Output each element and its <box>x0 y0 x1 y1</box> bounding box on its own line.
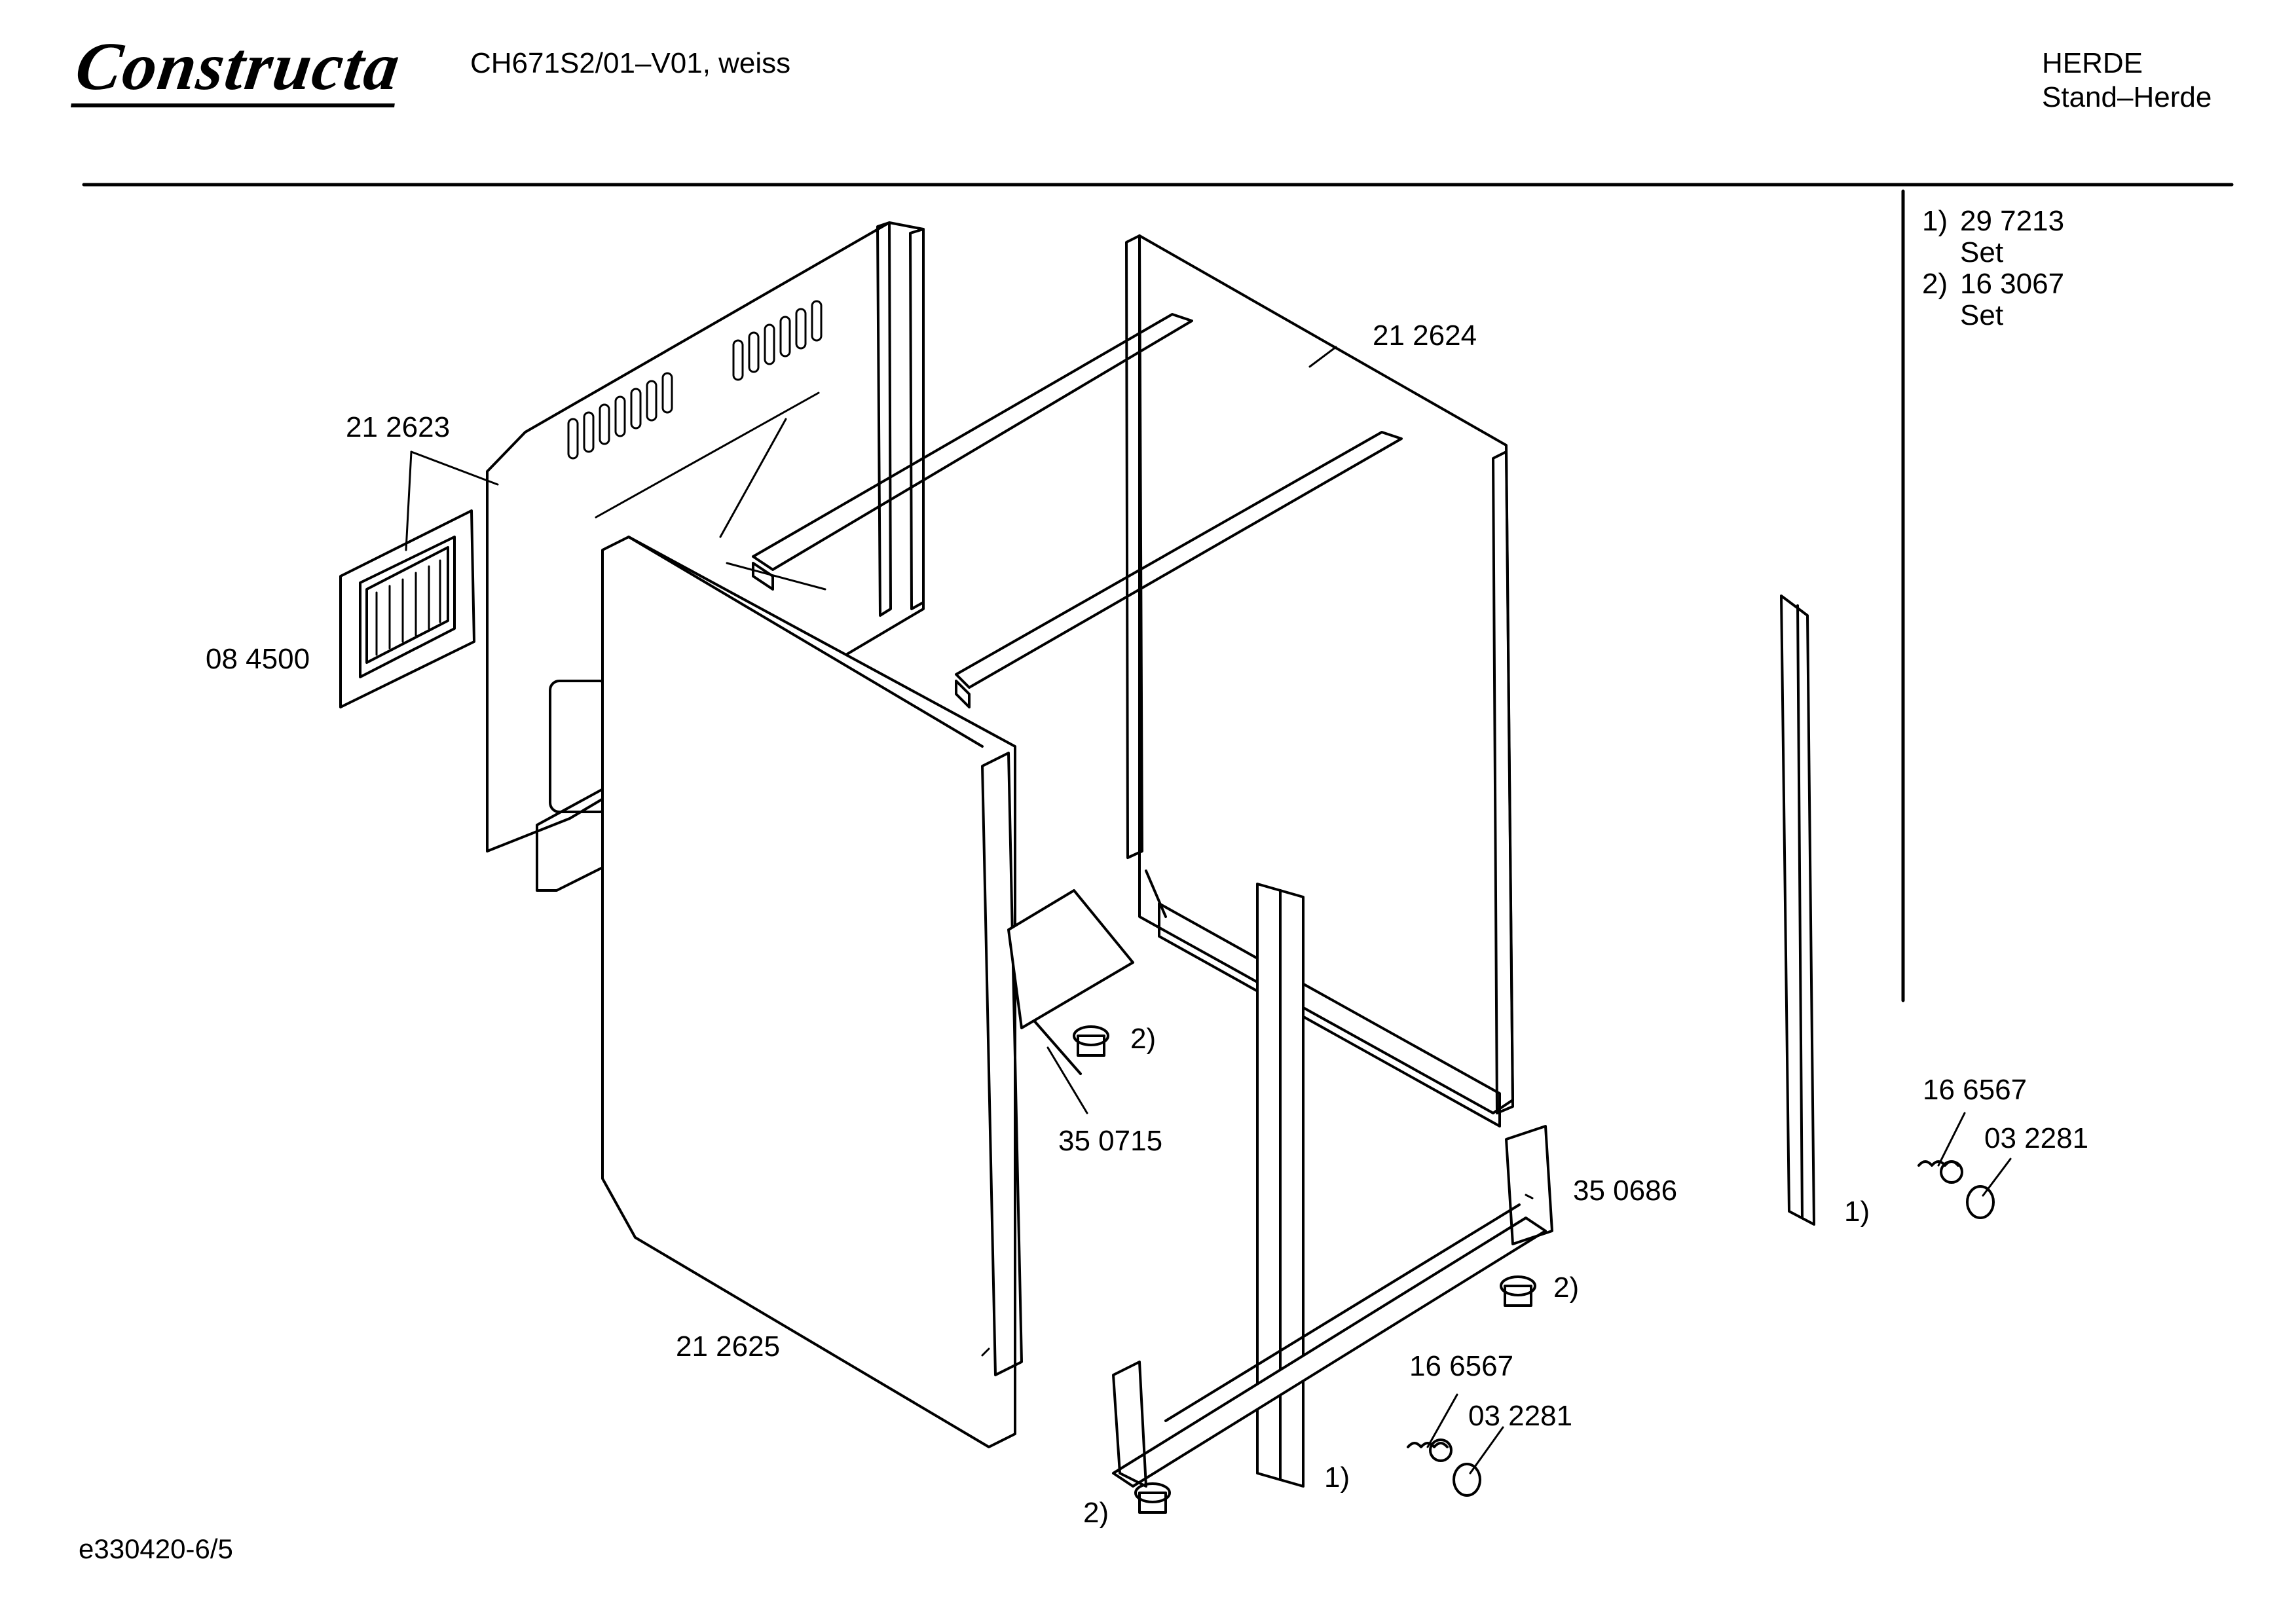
part-label-350715: 35 0715 <box>1058 1125 1163 1157</box>
legend-part: 16 3067 <box>1960 268 2065 300</box>
part-label-350686: 35 0686 <box>1573 1175 1678 1207</box>
part-label-212625: 21 2625 <box>676 1330 781 1363</box>
legend-row-2: 2) 16 3067 <box>1922 268 2064 300</box>
cross-rail-lower <box>955 431 1403 708</box>
part-label-212623: 21 2623 <box>346 411 451 443</box>
cap-a <box>1453 1463 1481 1497</box>
set-marker-foot-c: 2) <box>1083 1497 1109 1529</box>
model-title: CH671S2/01–V01, weiss <box>470 47 791 79</box>
set-marker-foot-b: 2) <box>1553 1272 1580 1304</box>
part-label-212624: 21 2624 <box>1373 320 1477 352</box>
cross-rail-upper <box>752 313 1193 591</box>
set-legend: 1) 29 7213 Set 2) 16 3067 Set <box>1922 206 2064 331</box>
part-label-166567-lower: 16 6567 <box>1409 1350 1514 1382</box>
side-panel-left <box>601 536 1023 1448</box>
legend-marker: 1) <box>1922 205 1948 237</box>
adjustable-foot-c <box>1134 1482 1171 1514</box>
side-frame-right <box>1125 234 1514 1127</box>
inner-bracket <box>1007 889 1134 1075</box>
part-label-166567-right: 16 6567 <box>1923 1074 2028 1106</box>
cap-b <box>1966 1185 1995 1219</box>
legend-part: 29 7213 <box>1960 205 2065 237</box>
document-id: e330420-6/5 <box>79 1533 233 1564</box>
set-marker-front-post: 1) <box>1324 1461 1350 1493</box>
subcategory-label: Stand–Herde <box>2042 81 2212 113</box>
side-strip-right <box>1780 595 1815 1226</box>
set-marker-foot-a: 2) <box>1130 1023 1157 1055</box>
category-label: HERDE <box>2042 47 2143 79</box>
legend-note: Set <box>1960 299 2004 331</box>
set-marker-side-strip: 1) <box>1844 1196 1870 1228</box>
part-label-032281-right: 03 2281 <box>1984 1122 2089 1154</box>
screw-b <box>1917 1160 1963 1184</box>
part-label-084500: 08 4500 <box>206 643 310 675</box>
legend-row-1: 1) 29 7213 <box>1922 206 2064 237</box>
adjustable-foot-a <box>1073 1025 1109 1057</box>
legend-note: Set <box>1960 236 2004 268</box>
legend-marker: 2) <box>1922 268 1948 300</box>
adjustable-foot-b <box>1500 1275 1536 1307</box>
part-label-032281-lower: 03 2281 <box>1468 1400 1573 1432</box>
screw-a <box>1407 1438 1453 1462</box>
rear-grille <box>339 509 475 708</box>
base-frame <box>1112 1125 1553 1488</box>
